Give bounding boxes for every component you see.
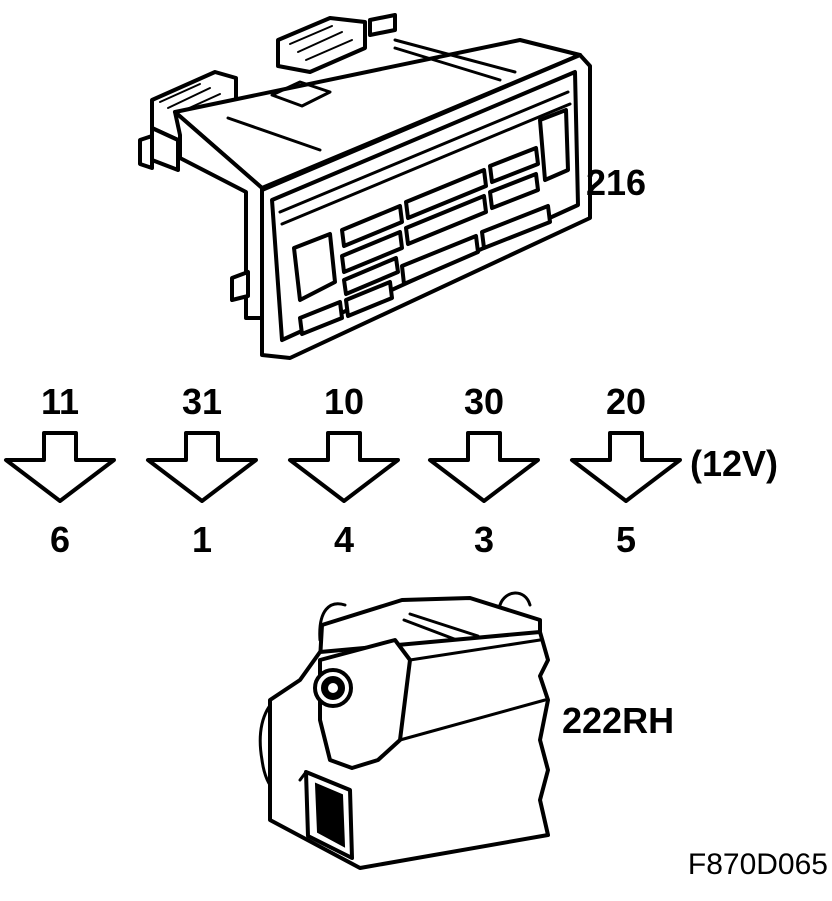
to-pin-4: 3 [474,519,494,560]
to-pin-5: 5 [616,519,636,560]
from-pin-3: 10 [324,381,364,422]
to-pin-3: 4 [334,519,354,560]
from-pin-4: 30 [464,381,504,422]
actuator-label: 222RH [562,700,674,741]
down-arrow-icon [4,431,116,503]
panel-label: 216 [586,162,646,203]
figure-code: F870D065 [688,848,828,881]
from-pin-2: 31 [182,381,222,422]
climate-control-panel-icon [138,13,592,360]
from-pin-5: 20 [606,381,646,422]
down-arrow-icon [570,431,682,503]
from-pin-1: 11 [41,381,79,422]
damper-motor-actuator-icon [258,591,550,870]
down-arrow-icon [428,431,540,503]
pin-connections: 11 31 10 30 20 (12V) 6 1 4 3 5 [4,381,778,560]
down-arrow-icon [146,431,258,503]
voltage-note: (12V) [690,443,778,484]
to-pin-1: 6 [50,519,70,560]
down-arrow-icon [288,431,400,503]
to-pin-2: 1 [192,519,212,560]
